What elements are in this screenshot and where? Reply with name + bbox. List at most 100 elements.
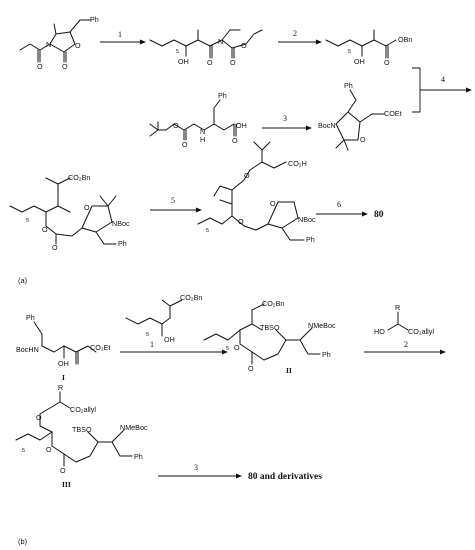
compound-I-label: I	[62, 373, 65, 382]
nmeboc-2: NMeBoc	[120, 423, 148, 432]
ph-5: Ph	[306, 235, 315, 244]
o-ester-4: O	[52, 243, 58, 252]
o-ester-5: O	[244, 171, 250, 180]
step-b3-label: 3	[194, 463, 198, 472]
nmeboc-1: NMeBoc	[308, 321, 336, 330]
nh-n: N	[200, 127, 205, 136]
oh-3: OH	[236, 121, 247, 130]
co2h-1: CO₂H	[288, 159, 307, 168]
tbso-2: TBSO	[72, 425, 92, 434]
step-b1-label: 1	[150, 340, 154, 349]
ph-8: Ph	[134, 452, 143, 461]
n-atom-2: N	[218, 37, 223, 46]
o-ring-3: O	[360, 135, 366, 144]
arrow-step-a1: 1	[100, 30, 146, 45]
nboc-1: NBoc	[112, 219, 130, 228]
ph-6: Ph	[26, 313, 35, 322]
boc-phenylalanine: O O H N Ph OH O	[149, 91, 247, 149]
oh-2: OH	[354, 57, 365, 66]
oh-4: OH	[58, 359, 69, 368]
aldol-adduct: 5 OH N O O O	[149, 29, 263, 67]
step-a4-label: 4	[441, 75, 445, 84]
subscript-5-d: 5	[206, 228, 209, 234]
o-ring-atom: O	[75, 41, 81, 50]
ester-oxazolidine: CO₂Bn 5 O O O NBoc Ph	[9, 173, 130, 252]
oxazolidine-coet: Ph BocN O COEt	[318, 81, 402, 151]
subscript-5-e: 5	[146, 332, 149, 338]
step-a6-label: 6	[337, 200, 341, 209]
co2bn-2: CO₂Bn	[180, 293, 202, 302]
o-carbonyl-2: O	[62, 62, 68, 71]
r-2: R	[58, 383, 63, 392]
o-ester-10: O	[46, 445, 52, 454]
co2bn-3: CO₂Bn	[262, 299, 284, 308]
oh-1: OH	[178, 57, 189, 66]
tbso-1: TBSO	[260, 323, 280, 332]
arrow-step-b1: 1 5 OH CO₂Bn	[120, 293, 228, 355]
o-ester-9: O	[36, 413, 42, 422]
o-carbonyl-1: O	[37, 62, 43, 71]
o-ring-5: O	[270, 199, 276, 208]
o-boc: O	[173, 121, 179, 130]
arrow-step-a3: 3	[262, 114, 312, 131]
ph-2: Ph	[218, 91, 227, 100]
arrow-step-b3: 3 80 and derivatives	[158, 463, 322, 482]
arrow-step-a6: 6 80	[316, 200, 384, 220]
arrow-step-a4: 4	[412, 67, 472, 113]
n-atom: N	[46, 40, 51, 49]
o-atom-4: O	[230, 58, 236, 67]
step-a3-label: 3	[283, 114, 287, 123]
o-ester-11: O	[60, 466, 66, 475]
bocn-1: BocN	[318, 121, 336, 130]
subscript-5-b: 5	[348, 49, 351, 55]
o-acid: O	[232, 136, 238, 145]
o-atom-2: O	[241, 41, 247, 50]
nboc-2: NBoc	[298, 215, 316, 224]
o-boc-carbonyl: O	[182, 140, 188, 149]
ph-3: Ph	[344, 81, 353, 90]
o-ester-8: O	[248, 364, 254, 373]
product-80-a: 80	[374, 210, 384, 220]
subscript-5-g: 5	[22, 448, 25, 454]
arrow-step-b2: 2 R HO CO₂allyl	[364, 303, 446, 355]
subscript-5-c: 5	[26, 218, 29, 224]
co2allyl-2: CO₂allyl	[70, 405, 96, 414]
step-a1-label: 1	[118, 30, 122, 39]
co2allyl-1: CO₂allyl	[408, 327, 434, 336]
benzyl-ester: 5 OH OBn O	[325, 29, 412, 67]
arrow-step-a5: 5	[150, 196, 202, 213]
ph-7: Ph	[322, 350, 331, 359]
part-a-label: (a)	[18, 276, 28, 285]
o-ester-6: O	[238, 217, 244, 226]
oh-5: OH	[164, 335, 175, 344]
propionyl-oxazolidinone: N O O O Ph	[19, 15, 99, 71]
step-a5-label: 5	[171, 196, 175, 205]
obn-1: OBn	[398, 35, 412, 44]
coet: COEt	[384, 109, 402, 118]
r-1: R	[395, 303, 400, 312]
subscript-5-a: 5	[176, 49, 179, 55]
o-atom-3: O	[207, 58, 213, 67]
compound-I: Ph BocHN OH CO₂Et I	[16, 313, 110, 382]
o-ester-7: O	[234, 343, 240, 352]
bochn-1: BocHN	[16, 345, 39, 354]
part-b-label: (b)	[18, 537, 28, 546]
co2et-1: CO₂Et	[90, 343, 110, 352]
ho-1: HO	[374, 327, 385, 336]
o-atom-5: O	[384, 58, 390, 67]
compound-III: R CO₂allyl O 5 O O TBSO NMeBoc Ph III	[15, 383, 148, 489]
compound-II-label: II	[286, 366, 292, 375]
ph-1: Ph	[90, 15, 99, 24]
acid-intermediate: O CO₂H 5 O O NBoc Ph	[197, 141, 316, 244]
nh-h: H	[200, 135, 205, 144]
arrow-step-a2: 2	[278, 29, 322, 45]
o-ester-3: O	[42, 225, 48, 234]
compound-III-label: III	[62, 480, 71, 489]
subscript-5-f: 5	[226, 346, 229, 352]
step-a2-label: 2	[293, 29, 297, 38]
step-b2-label: 2	[404, 340, 408, 349]
product-80-b: 80 and derivatives	[248, 472, 322, 482]
o-ring-4: O	[84, 203, 90, 212]
ph-4: Ph	[118, 239, 127, 248]
